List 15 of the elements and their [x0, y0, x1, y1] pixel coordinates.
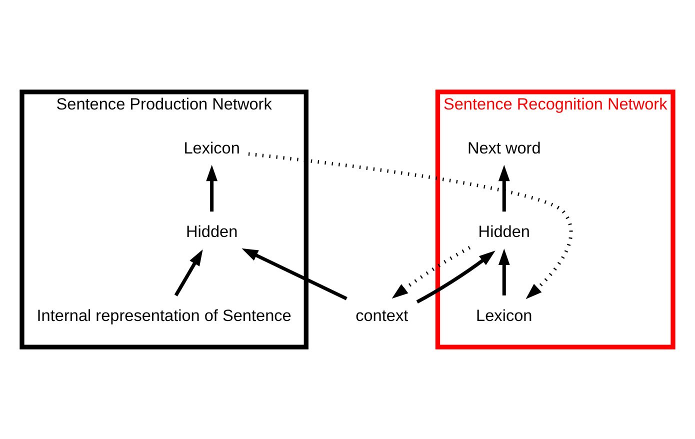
arrow: [392, 246, 471, 299]
node-text: Next word: [467, 139, 541, 158]
node-text: Hidden: [478, 223, 530, 242]
arrow: [248, 152, 573, 300]
node-text: Lexicon: [184, 139, 240, 158]
arrow: [174, 249, 203, 296]
arrow: [416, 250, 496, 304]
arrow: [206, 164, 218, 212]
node-text: context: [356, 307, 408, 326]
arrow: [498, 248, 510, 296]
arrow: [242, 248, 348, 300]
node-text: Lexicon: [476, 307, 532, 326]
node-text: Internal representation of Sentence: [36, 307, 292, 326]
node-text: Hidden: [186, 223, 238, 242]
arrow: [498, 164, 510, 212]
